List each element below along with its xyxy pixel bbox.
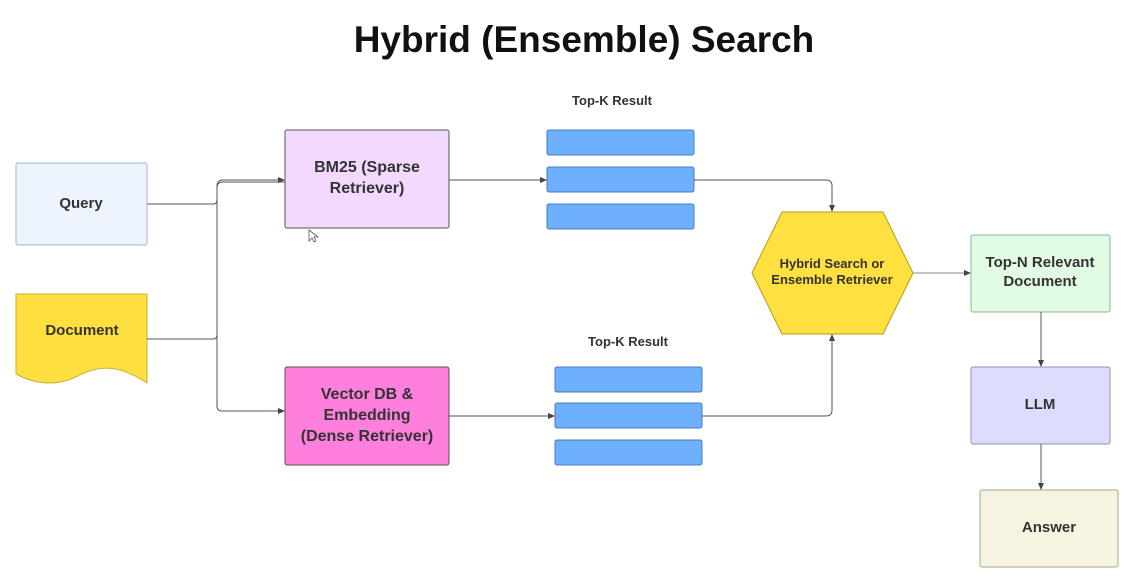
answer-label: Answer [1022, 519, 1076, 536]
bm25-label-line-2: Retriever) [330, 180, 405, 197]
top-k-result-bar [554, 366, 703, 393]
query-label: Query [59, 195, 103, 212]
mouse-pointer-icon [308, 229, 320, 243]
edge-document-to-junction [147, 181, 285, 340]
document-label: Document [45, 322, 118, 339]
bm25-label-line-1: BM25 (Sparse [314, 159, 420, 176]
hybrid-label-line-2: Ensemble Retriever [771, 272, 892, 287]
top-k-result-bar [554, 402, 703, 429]
top-k-result-bar [546, 129, 695, 156]
top-k-result-bar [546, 166, 695, 193]
topn-label-line-2: Document [1003, 273, 1076, 290]
hybrid-label-line-1: Hybrid Search or [780, 256, 885, 271]
vector-label-line-1: Vector DB & [321, 386, 414, 403]
edge-topk-bottom-to-hybrid [702, 334, 835, 417]
edge-query-to-vector [216, 210, 285, 414]
topn-label-line-1: Top-N Relevant [986, 254, 1095, 271]
top-k-result-label-top: Top-K Result [572, 93, 653, 108]
top-k-result-bar [546, 203, 695, 230]
diagram-title: Hybrid (Ensemble) Search [354, 19, 815, 60]
vector-label-line-3: (Dense Retriever) [301, 428, 434, 445]
document-node[interactable] [15, 293, 148, 384]
llm-label: LLM [1025, 396, 1056, 413]
bm25-retriever-node[interactable] [284, 129, 450, 229]
edge-query-to-junction [147, 177, 285, 205]
top-k-result-label-bottom: Top-K Result [588, 334, 669, 349]
hybrid-search-node[interactable] [751, 211, 914, 335]
edge-topk-top-to-hybrid [694, 179, 835, 212]
vector-label-line-2: Embedding [323, 407, 410, 424]
top-k-result-bar [554, 439, 703, 466]
answer-node[interactable] [979, 489, 1119, 568]
